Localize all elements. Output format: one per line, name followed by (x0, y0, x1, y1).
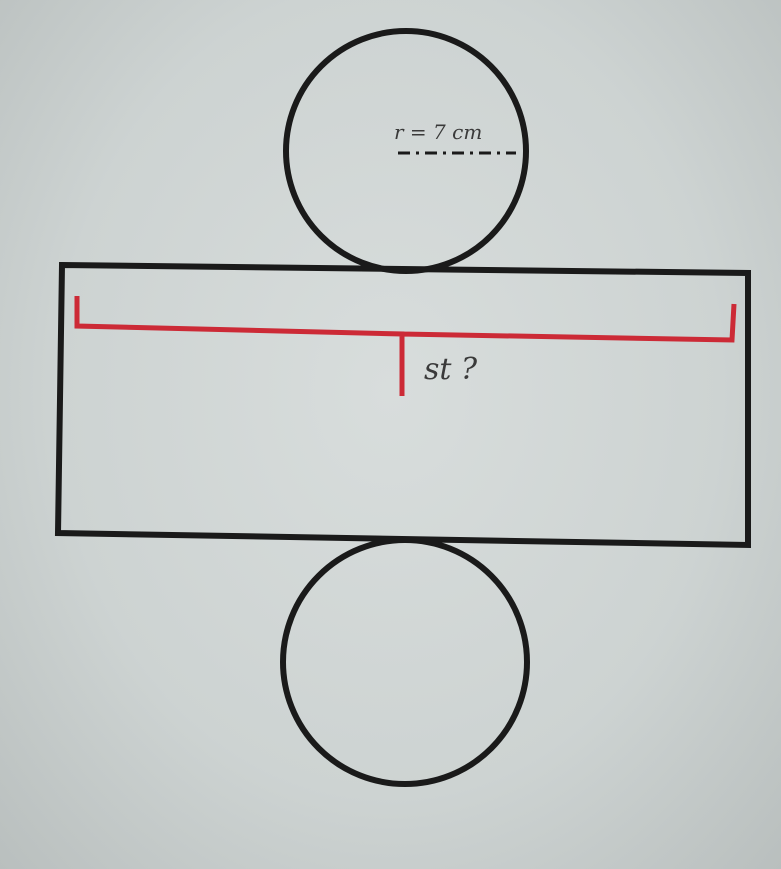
bottom-circle (280, 537, 530, 787)
length-brace (74, 296, 737, 396)
radius-label: r = 7 cm (394, 120, 482, 144)
length-question-label: st ? (424, 352, 478, 387)
top-circle (283, 28, 529, 274)
lateral-rectangle (54, 261, 751, 549)
